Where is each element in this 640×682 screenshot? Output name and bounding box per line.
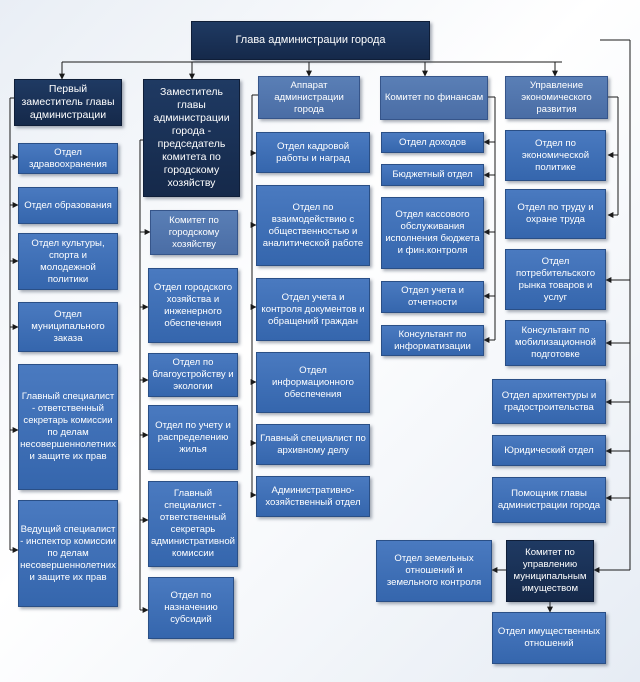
mobilization-consultant-box: Консультант по мобилизационной подготовк… [505,320,606,366]
health-dept-box: Отдел здравоохранения [18,143,118,174]
culture-dept-box: Отдел культуры, спорта и молодежной поли… [18,233,118,290]
architecture-dept-box: Отдел архитектуры и градостроительства [492,379,606,424]
property-committee-box: Комитет по управлению муниципальным имущ… [506,540,594,602]
inspector-box: Ведущий специалист - инспектор комиссии … [18,500,118,607]
education-dept-box: Отдел образования [18,187,118,224]
city-head-box: Глава администрации города [191,21,430,60]
treasury-dept-box: Отдел кассового обслуживания исполнения … [381,197,484,269]
economic-dev-box: Управление экономического развития [505,76,608,119]
accounting-dept-box: Отдел учета и отчетности [381,281,484,313]
municipal-order-box: Отдел муниципального заказа [18,302,118,352]
finance-committee-box: Комитет по финансам [380,76,488,120]
revenue-dept-box: Отдел доходов [381,132,484,153]
documents-dept-box: Отдел учета и контроля документов и обра… [256,278,370,341]
budget-dept-box: Бюджетный отдел [381,164,484,186]
public-relations-box: Отдел по взаимодействию с общественность… [256,185,370,266]
it-consultant-box: Консультант по информатизации [381,325,484,356]
housing-dept-box: Отдел городского хозяйства и инженерного… [148,268,238,343]
first-deputy-box: Первый заместитель главы администрации [14,79,122,126]
info-support-box: Отдел информационного обеспечения [256,352,370,413]
chief-secretary-box: Главный специалист - ответственный секре… [18,364,118,490]
head-assistant-box: Помощник главы администрации города [492,477,606,523]
labor-dept-box: Отдел по труду и охране труда [505,189,606,239]
admin-economic-box: Административно-хозяйственный отдел [256,476,370,517]
apparatus-box: Аппарат администрации города [258,76,360,119]
archive-specialist-box: Главный специалист по архивному делу [256,424,370,465]
consumer-market-box: Отдел потребительского рынка товаров и у… [505,249,606,310]
legal-dept-box: Юридический отдел [492,435,606,466]
land-dept-box: Отдел земельных отношений и земельного к… [376,540,492,602]
economic-policy-box: Отдел по экономической политике [505,130,606,181]
improvement-dept-box: Отдел по благоустройству и экологии [148,353,238,397]
admin-commission-box: Главный специалист - ответственный секре… [148,481,238,567]
hr-dept-box: Отдел кадровой работы и наград [256,132,370,173]
property-relations-box: Отдел имущественных отношений [492,612,606,664]
housing-allocation-box: Отдел по учету и распределению жилья [148,405,238,470]
subsidy-dept-box: Отдел по назначению субсидий [148,577,234,639]
deputy-housing-box: Заместитель главы администрации города -… [143,79,240,197]
housing-committee-box: Комитет по городскому хозяйству [150,210,238,255]
